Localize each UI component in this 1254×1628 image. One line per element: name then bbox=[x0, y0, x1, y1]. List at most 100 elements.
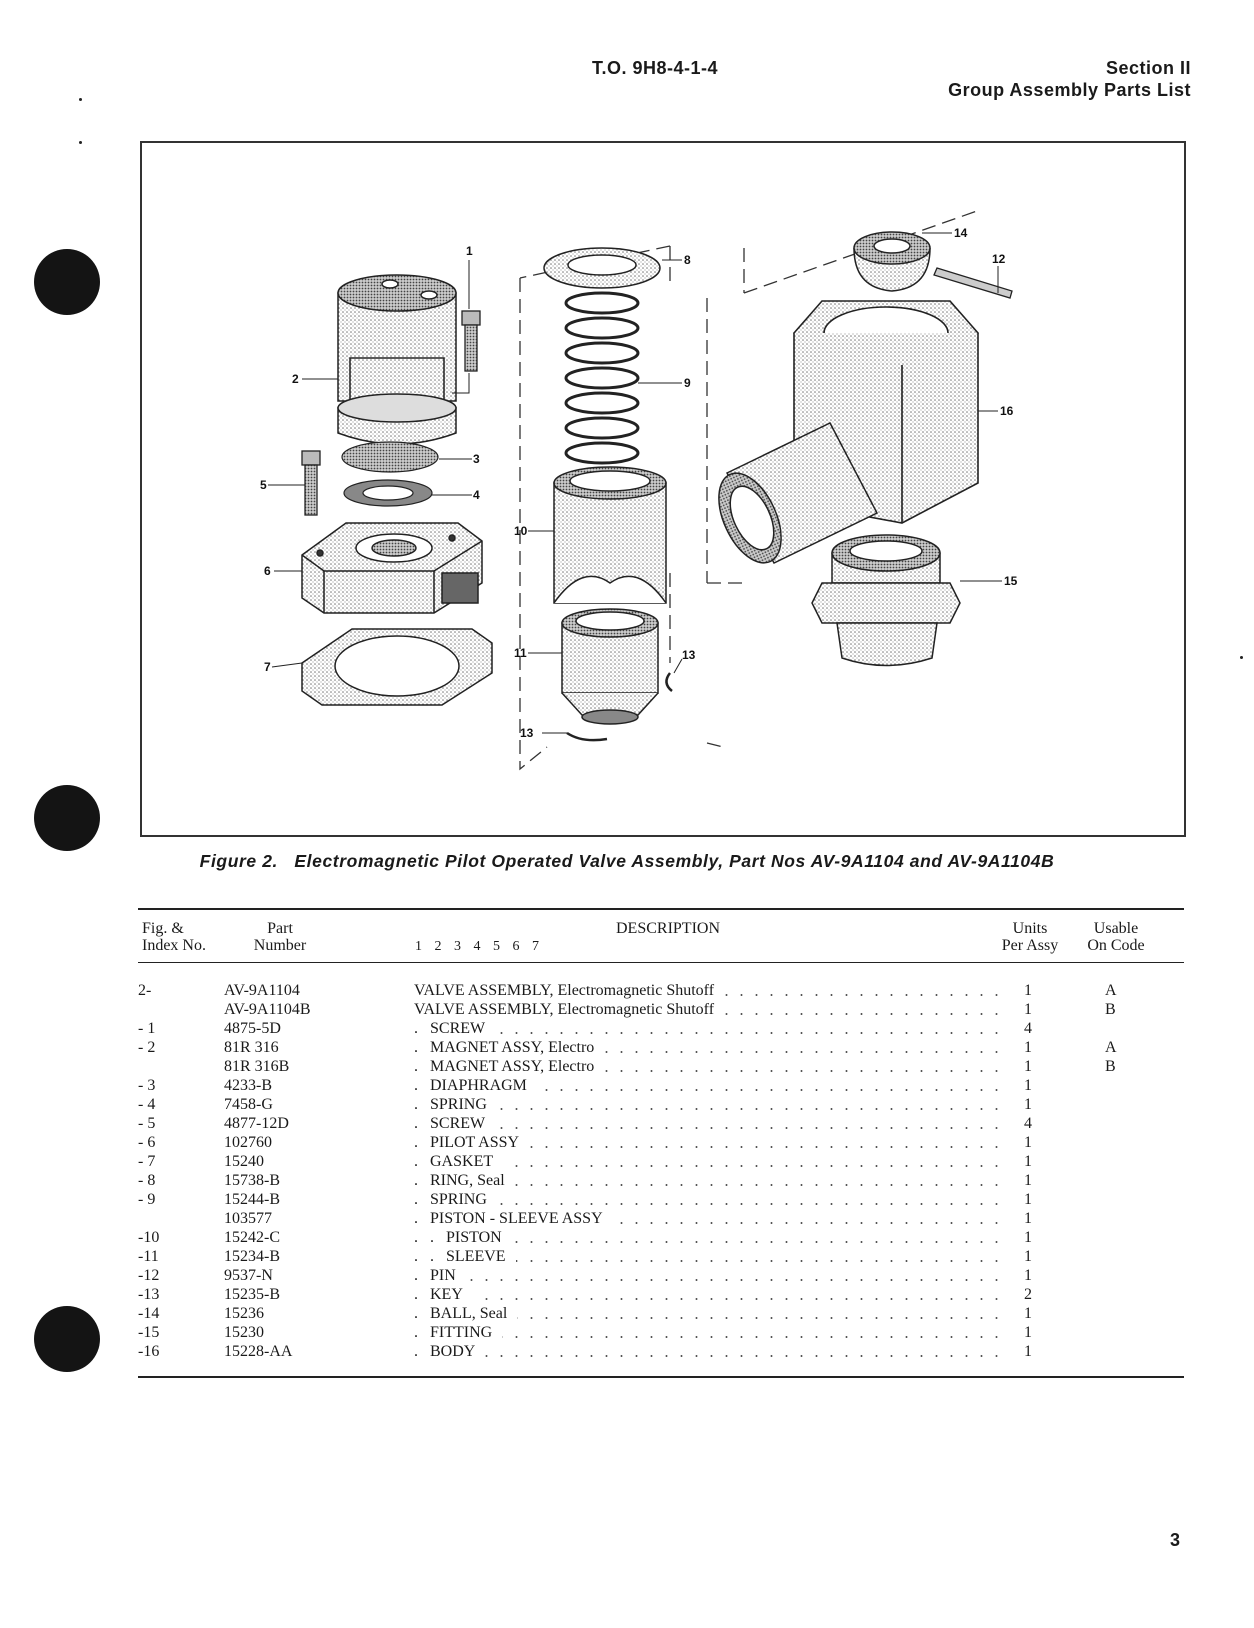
description-cell: . . SLEEVE bbox=[414, 1248, 506, 1265]
fig-index-cell: -15 bbox=[138, 1324, 160, 1341]
callout-1: 1 bbox=[466, 244, 473, 258]
part-number-cell: 15242-C bbox=[224, 1229, 280, 1246]
figure-caption: Figure 2. Electromagnetic Pilot Operated… bbox=[199, 851, 1055, 871]
units-cell: 1 bbox=[1024, 1305, 1032, 1322]
header-part-number: Part Number bbox=[253, 920, 307, 954]
dot-leader bbox=[503, 1165, 1004, 1167]
table-header-rule bbox=[138, 962, 1184, 963]
fig-index-cell: -14 bbox=[138, 1305, 160, 1322]
callout-13-lower: 13 bbox=[520, 726, 534, 740]
usable-code-cell: A bbox=[1105, 982, 1117, 999]
piston-part-10 bbox=[553, 466, 667, 604]
callout-labels: 1 2 3 4 5 6 7 8 9 10 11 12 13 13 14 15 1… bbox=[260, 226, 1018, 740]
units-cell: 1 bbox=[1024, 1134, 1032, 1151]
description-cell: . SPRING bbox=[414, 1191, 487, 1208]
dot-leader bbox=[466, 1279, 1004, 1281]
part-number-cell: 9537-N bbox=[224, 1267, 273, 1284]
pilot-assembly-part-6 bbox=[301, 522, 483, 614]
screw-part-1 bbox=[461, 310, 481, 372]
fig-index-cell: -10 bbox=[138, 1229, 160, 1246]
units-cell: 1 bbox=[1024, 1343, 1032, 1360]
binder-hole-middle bbox=[34, 785, 100, 851]
callout-14: 14 bbox=[954, 226, 968, 240]
description-cell: . KEY bbox=[414, 1286, 463, 1303]
screw-part-5 bbox=[301, 450, 321, 516]
fig-index-cell: - 6 bbox=[138, 1134, 156, 1151]
dot-leader bbox=[485, 1355, 1004, 1357]
speck bbox=[79, 98, 82, 101]
usable-code-cell: B bbox=[1105, 1001, 1116, 1018]
callout-2: 2 bbox=[292, 372, 299, 386]
table-row: -13 15235-B . KEY 2 bbox=[0, 1286, 1254, 1305]
callout-4: 4 bbox=[473, 488, 480, 502]
dot-leader bbox=[724, 1013, 1004, 1015]
dot-leader bbox=[515, 1184, 1004, 1186]
dot-leader bbox=[497, 1108, 1004, 1110]
dot-leader bbox=[497, 1203, 1004, 1205]
binder-hole-top bbox=[34, 249, 100, 315]
description-cell: VALVE ASSEMBLY, Electromagnetic Shutoff bbox=[414, 982, 715, 999]
callout-9: 9 bbox=[684, 376, 691, 390]
part-number-cell: 15235-B bbox=[224, 1286, 280, 1303]
units-cell: 1 bbox=[1024, 1001, 1032, 1018]
dot-leader bbox=[517, 1317, 1004, 1319]
dot-leader bbox=[529, 1146, 1004, 1148]
description-cell: . BALL, Seal bbox=[414, 1305, 508, 1322]
spring-washer-part-4 bbox=[343, 479, 433, 507]
part-number-cell: 4875-5D bbox=[224, 1020, 281, 1037]
usable-code-cell: B bbox=[1105, 1058, 1116, 1075]
part-number-cell: AV-9A1104 bbox=[224, 982, 300, 999]
exploded-view-illustration: 1 2 3 4 5 6 7 8 9 10 11 12 13 13 14 15 1… bbox=[260, 210, 1018, 771]
units-cell: 1 bbox=[1024, 1229, 1032, 1246]
header-usable-on-code: Usable On Code bbox=[1087, 920, 1145, 954]
units-cell: 1 bbox=[1024, 1267, 1032, 1284]
fig-index-cell: - 8 bbox=[138, 1172, 156, 1189]
dot-leader bbox=[512, 1241, 1004, 1243]
dot-leader bbox=[502, 1336, 1004, 1338]
units-cell: 2 bbox=[1024, 1286, 1032, 1303]
page-number: 3 bbox=[1170, 1530, 1181, 1550]
callout-leaders bbox=[268, 232, 1002, 734]
magnet-assembly-part-2 bbox=[337, 274, 457, 445]
usable-code-cell: A bbox=[1105, 1039, 1117, 1056]
dot-leader bbox=[604, 1070, 1004, 1072]
part-number-cell: 15234-B bbox=[224, 1248, 280, 1265]
speck bbox=[1240, 656, 1243, 659]
units-cell: 1 bbox=[1024, 1248, 1032, 1265]
fig-index-cell: -13 bbox=[138, 1286, 160, 1303]
description-cell: . PILOT ASSY bbox=[414, 1134, 520, 1151]
diaphragm-part-3 bbox=[341, 441, 439, 473]
callout-15: 15 bbox=[1004, 574, 1018, 588]
part-number-cell: 81R 316 bbox=[224, 1039, 279, 1056]
callout-16: 16 bbox=[1000, 404, 1014, 418]
dot-leader bbox=[537, 1089, 1004, 1091]
fig-index-cell: - 4 bbox=[138, 1096, 156, 1113]
units-cell: 4 bbox=[1024, 1020, 1032, 1037]
table-bottom-rule bbox=[138, 1376, 1184, 1378]
units-cell: 1 bbox=[1024, 1191, 1032, 1208]
description-cell: . RING, Seal bbox=[414, 1172, 505, 1189]
description-cell: . BODY bbox=[414, 1343, 476, 1360]
callout-10: 10 bbox=[514, 524, 528, 538]
part-number-cell: AV-9A1104B bbox=[224, 1001, 311, 1018]
dot-leader bbox=[604, 1051, 1004, 1053]
units-cell: 1 bbox=[1024, 1058, 1032, 1075]
sleeve-part-11 bbox=[561, 608, 659, 725]
fig-index-cell: - 5 bbox=[138, 1115, 156, 1132]
key-part-13 bbox=[566, 672, 673, 742]
fig-index-cell: - 7 bbox=[138, 1153, 156, 1170]
seal-ball-part-14 bbox=[853, 231, 931, 292]
